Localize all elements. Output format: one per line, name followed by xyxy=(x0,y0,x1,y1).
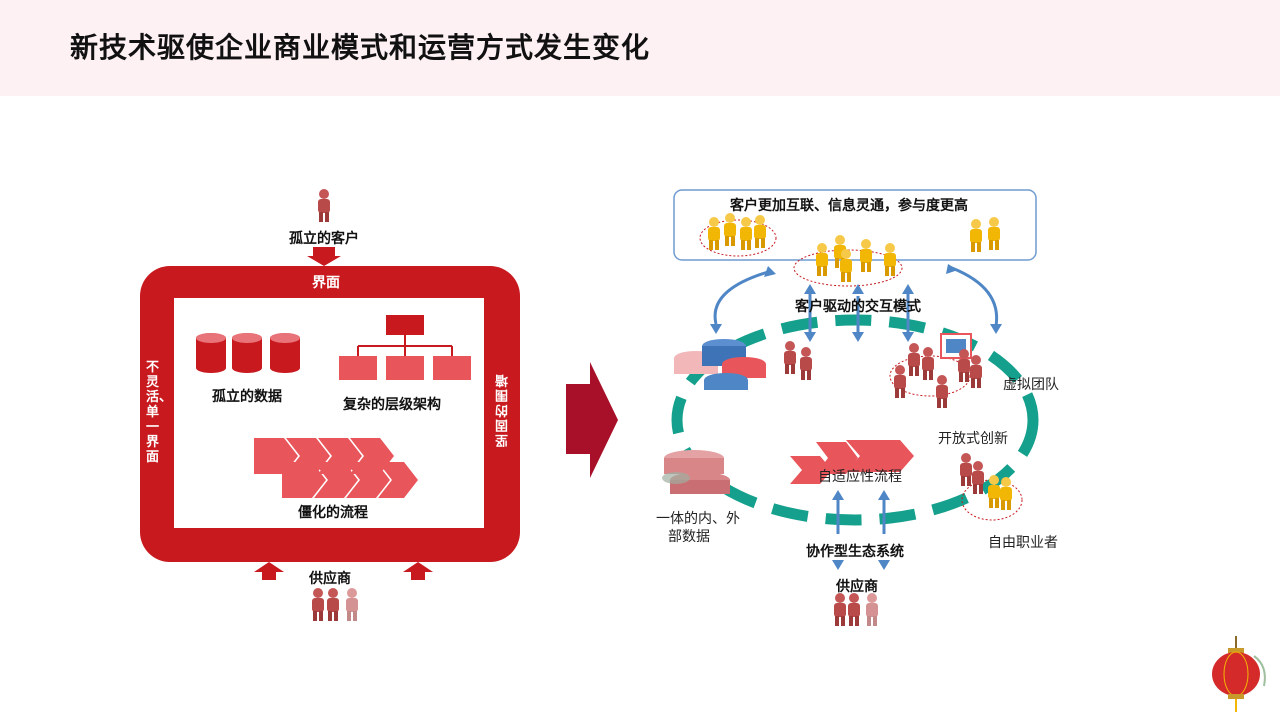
isolated-data-label: 孤立的数据 xyxy=(212,386,282,406)
freelancer-label: 自由职业者 xyxy=(988,532,1058,552)
left-side-label: 不灵活、单一界面 xyxy=(146,360,162,465)
right-supplier-label: 供应商 xyxy=(836,576,878,596)
supplier-group-icon xyxy=(312,588,358,621)
rigid-process-label: 僵化的流程 xyxy=(298,502,368,522)
left-supplier-label: 供应商 xyxy=(309,568,351,588)
lantern-icon xyxy=(1206,636,1276,716)
transition-arrow-icon xyxy=(566,362,618,478)
ecosystem-label: 协作型生态系统 xyxy=(806,541,904,561)
mixed-database-icon xyxy=(674,339,766,390)
hierarchy-label: 复杂的层级架构 xyxy=(343,394,441,414)
virtual-team-label: 虚拟团队 xyxy=(1003,374,1059,394)
virtual-team-icon xyxy=(894,343,982,408)
interface-label: 界面 xyxy=(312,272,340,292)
adaptive-process-label: 自适应性流程 xyxy=(818,466,902,486)
open-innovation-label: 开放式创新 xyxy=(938,428,1008,448)
connected-customers-label: 客户更加互联、信息灵通，参与度更高 xyxy=(730,195,968,215)
interaction-label: 客户驱动的交互模式 xyxy=(795,296,921,316)
isolated-customer-icon xyxy=(318,189,330,222)
staff-icon xyxy=(784,341,812,380)
right-side-label: 坚固的围墙 xyxy=(492,372,508,447)
supplier-up-arrow-icon xyxy=(403,562,433,580)
database-icons xyxy=(196,333,300,373)
isolated-customer-label: 孤立的客户 xyxy=(289,228,359,248)
down-arrow-icon xyxy=(307,247,341,266)
integrated-data-label-line2: 部数据 xyxy=(668,526,710,546)
ecosystem-supplier-icon xyxy=(834,593,878,626)
integrated-database-icon xyxy=(662,450,730,494)
integrated-data-label-line1: 一体的内、外 xyxy=(656,508,740,528)
supplier-up-arrow-icon xyxy=(254,562,284,580)
